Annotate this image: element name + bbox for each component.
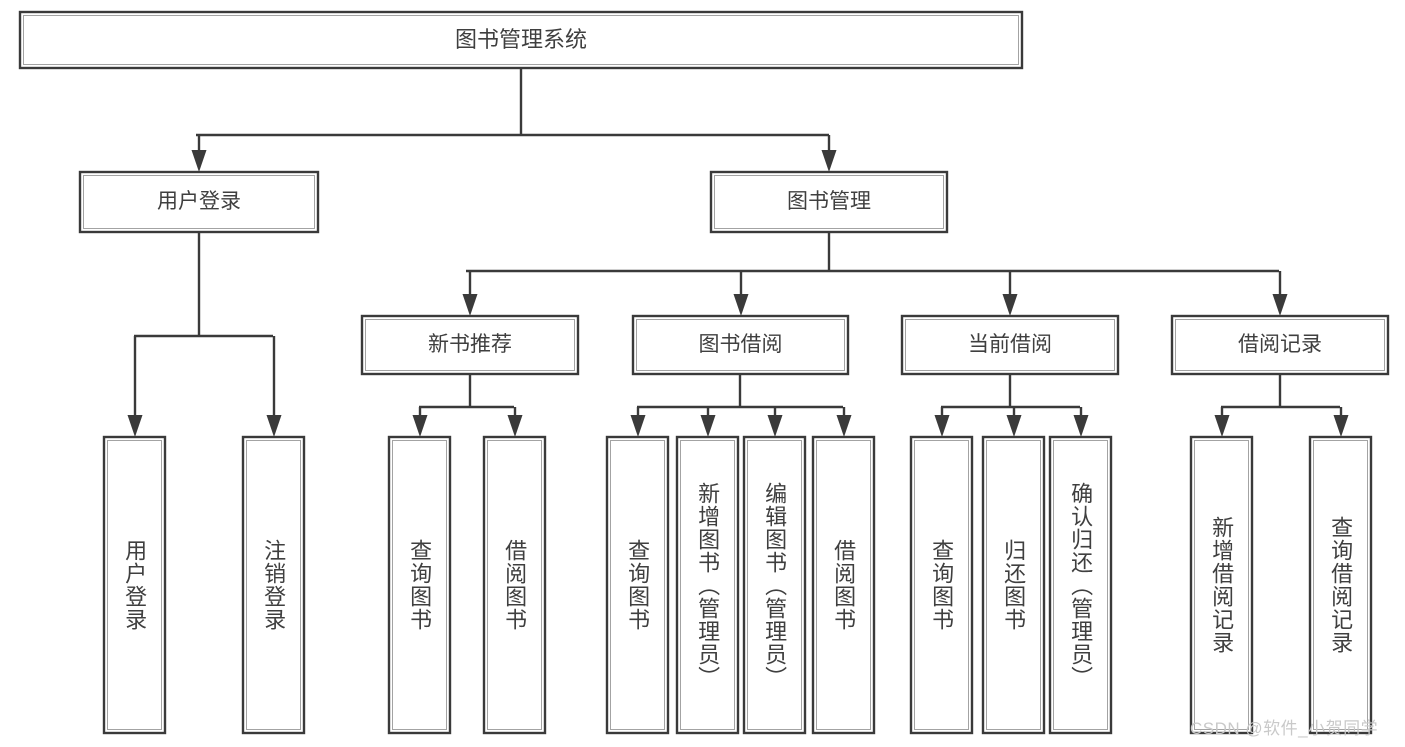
node-box-new-book-rec[interactable] [360, 314, 580, 376]
node-box-leaf-borrow-book-2[interactable] [811, 435, 876, 735]
arrowhead-leaf-user-logout [266, 415, 282, 437]
node-book-manage[interactable] [709, 170, 949, 234]
node-box-inner-book-manage [714, 175, 944, 229]
node-box-leaf-add-record[interactable] [1189, 435, 1254, 735]
node-box-inner-leaf-return-book [986, 440, 1041, 730]
arrowhead-leaf-query-record [1333, 415, 1349, 437]
node-root[interactable] [18, 10, 1024, 70]
node-current-borrow[interactable] [900, 314, 1120, 376]
node-box-inner-leaf-add-book [680, 440, 735, 730]
arrowhead-leaf-confirm-return [1073, 415, 1089, 437]
node-box-inner-leaf-edit-book [747, 440, 802, 730]
node-leaf-add-record[interactable] [1189, 435, 1254, 735]
node-box-inner-leaf-query-book-2 [610, 440, 665, 730]
node-box-leaf-query-record[interactable] [1308, 435, 1373, 735]
arrowhead-user-login [191, 150, 207, 172]
node-box-leaf-return-book[interactable] [981, 435, 1046, 735]
node-box-inner-leaf-add-record [1194, 440, 1249, 730]
node-box-inner-current-borrow [905, 319, 1115, 371]
node-leaf-user-logout[interactable] [241, 435, 306, 735]
node-box-book-manage[interactable] [709, 170, 949, 234]
arrowhead-leaf-edit-book [767, 415, 783, 437]
connector-links-layer [127, 68, 1349, 437]
arrowhead-new-book-rec [462, 294, 478, 316]
node-boxes-layer [18, 10, 1390, 735]
node-box-leaf-query-book-2[interactable] [605, 435, 670, 735]
node-box-book-borrow[interactable] [631, 314, 850, 376]
arrowhead-leaf-add-book [700, 415, 716, 437]
arrowhead-leaf-query-book-2 [630, 415, 646, 437]
node-box-leaf-user-login[interactable] [102, 435, 167, 735]
node-box-inner-leaf-user-login [107, 440, 162, 730]
node-box-inner-book-borrow [636, 319, 845, 371]
node-leaf-return-book[interactable] [981, 435, 1046, 735]
node-box-leaf-borrow-book-1[interactable] [482, 435, 547, 735]
arrowhead-current-borrow [1002, 294, 1018, 316]
node-box-inner-leaf-borrow-book-1 [487, 440, 542, 730]
node-new-book-rec[interactable] [360, 314, 580, 376]
node-user-login[interactable] [78, 170, 320, 234]
node-box-inner-user-login [83, 175, 315, 229]
node-leaf-borrow-book-2[interactable] [811, 435, 876, 735]
node-leaf-query-book-1[interactable] [387, 435, 452, 735]
node-box-leaf-edit-book[interactable] [742, 435, 807, 735]
node-leaf-edit-book[interactable] [742, 435, 807, 735]
node-leaf-query-book-2[interactable] [605, 435, 670, 735]
node-leaf-user-login[interactable] [102, 435, 167, 735]
node-box-inner-leaf-query-book-1 [392, 440, 447, 730]
csdn-watermark: CSDN @软件_小贺同学 [1190, 719, 1379, 738]
node-book-borrow[interactable] [631, 314, 850, 376]
node-leaf-query-record[interactable] [1308, 435, 1373, 735]
node-box-leaf-user-logout[interactable] [241, 435, 306, 735]
node-box-leaf-add-book[interactable] [675, 435, 740, 735]
arrowhead-borrow-record [1272, 294, 1288, 316]
node-box-inner-root [23, 15, 1019, 65]
node-box-inner-leaf-borrow-book-2 [816, 440, 871, 730]
node-box-leaf-confirm-return[interactable] [1048, 435, 1113, 735]
arrowhead-book-manage [821, 150, 837, 172]
arrowhead-leaf-return-book [1006, 415, 1022, 437]
arrowhead-book-borrow [733, 294, 749, 316]
node-leaf-confirm-return[interactable] [1048, 435, 1113, 735]
arrowhead-leaf-user-login [127, 415, 143, 437]
arrowhead-leaf-borrow-book-1 [507, 415, 523, 437]
node-box-inner-leaf-query-record [1313, 440, 1368, 730]
arrowhead-leaf-query-book-1 [412, 415, 428, 437]
node-borrow-record[interactable] [1170, 314, 1390, 376]
arrowhead-leaf-query-book-3 [934, 415, 950, 437]
node-box-leaf-query-book-3[interactable] [909, 435, 974, 735]
node-leaf-query-book-3[interactable] [909, 435, 974, 735]
node-box-root[interactable] [18, 10, 1024, 70]
node-leaf-borrow-book-1[interactable] [482, 435, 547, 735]
node-box-inner-new-book-rec [365, 319, 575, 371]
node-box-user-login[interactable] [78, 170, 320, 234]
node-box-inner-leaf-query-book-3 [914, 440, 969, 730]
arrowhead-leaf-add-record [1214, 415, 1230, 437]
arrowhead-leaf-borrow-book-2 [836, 415, 852, 437]
node-box-inner-leaf-confirm-return [1053, 440, 1108, 730]
node-box-inner-leaf-user-logout [246, 440, 301, 730]
node-box-borrow-record[interactable] [1170, 314, 1390, 376]
node-box-inner-borrow-record [1175, 319, 1385, 371]
node-leaf-add-book[interactable] [675, 435, 740, 735]
node-box-leaf-query-book-1[interactable] [387, 435, 452, 735]
node-box-current-borrow[interactable] [900, 314, 1120, 376]
